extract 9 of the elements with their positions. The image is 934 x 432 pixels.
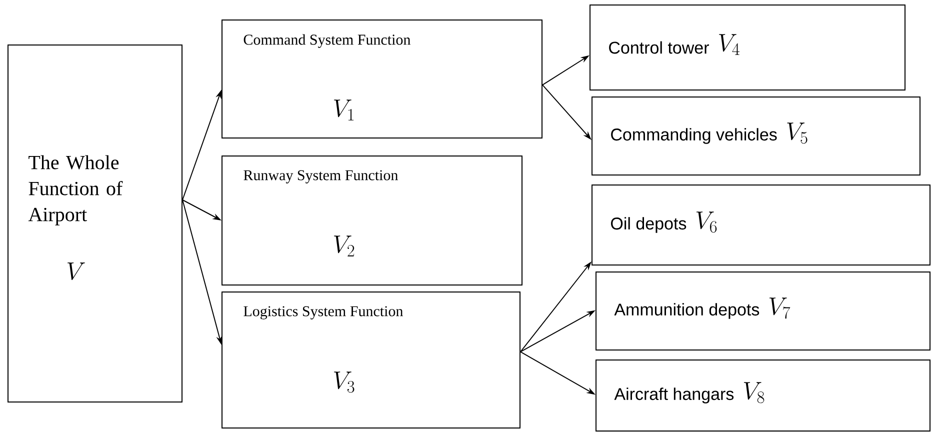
facility-box: Ammunition depots $V_7$: [596, 272, 930, 350]
function-box: The Whole Function of Airport $V$: [8, 44, 182, 402]
facility-box: Commanding vehicles $V_5$: [592, 96, 920, 176]
facility-box: Oil depots $V_6$: [592, 184, 930, 266]
facility-box: Aircraft hangars $V_8$: [596, 360, 930, 432]
function-box: Runway System Function $V_2$: [222, 156, 522, 286]
function-box: Command System Function $V_1$: [222, 20, 542, 138]
function-box: Logistics System Function $V_3$: [222, 292, 520, 428]
facility-box: Control tower $V_4$: [590, 4, 906, 90]
